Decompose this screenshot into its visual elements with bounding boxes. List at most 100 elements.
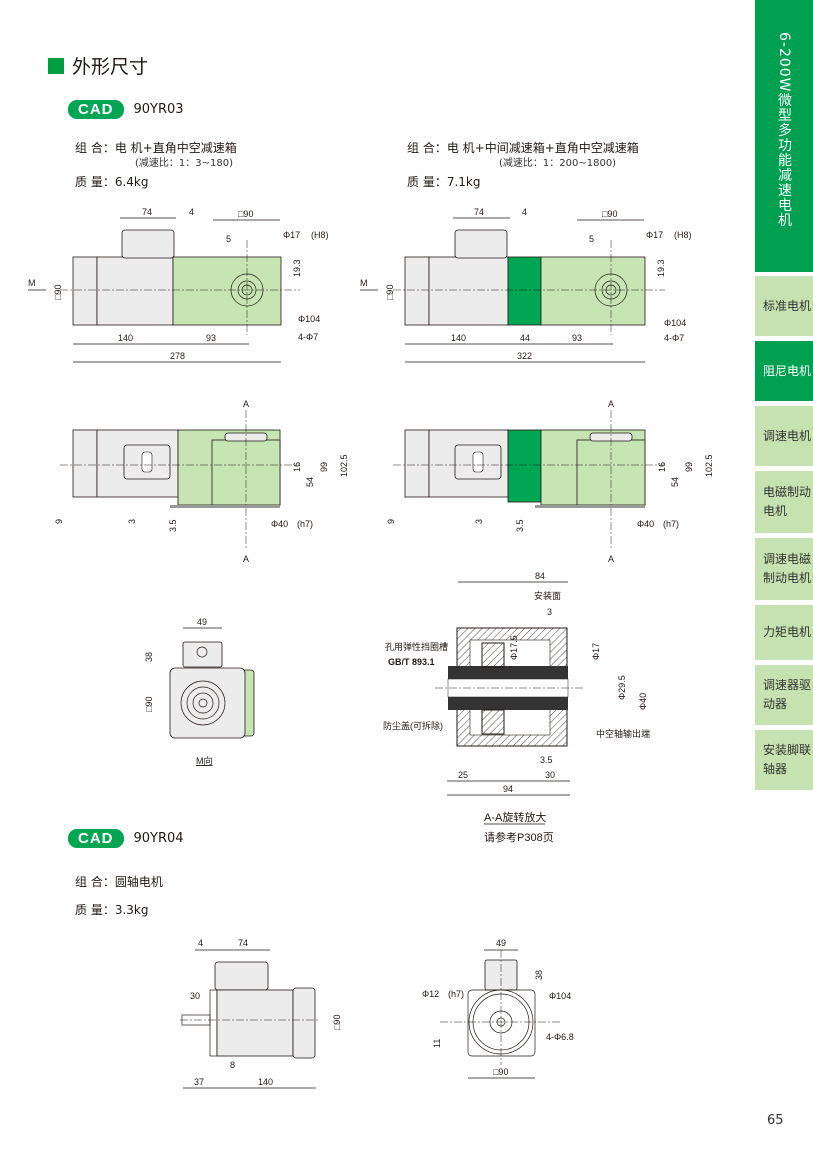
svg-text:□90: □90 [53, 285, 63, 300]
svg-text:140: 140 [118, 333, 133, 343]
svg-text:19.3: 19.3 [656, 259, 666, 277]
svg-text:30: 30 [190, 991, 200, 1001]
svg-text:中空轴输出端: 中空轴输出端 [596, 728, 650, 739]
svg-text:16: 16 [657, 462, 667, 472]
svg-text:(H8): (H8) [674, 230, 692, 240]
svg-text:322: 322 [517, 351, 532, 361]
svg-text:Φ40: Φ40 [637, 519, 654, 529]
svg-text:(h7): (h7) [297, 519, 313, 529]
svg-text:5: 5 [226, 234, 231, 244]
svg-text:74: 74 [474, 207, 484, 217]
sidebar-item-mount[interactable]: 安装脚联轴器 [755, 730, 813, 790]
model-name: 90YR03 [133, 102, 184, 117]
model-name: 90YR04 [133, 831, 184, 846]
svg-text:Φ17: Φ17 [646, 230, 663, 240]
svg-text:4-Φ7: 4-Φ7 [664, 333, 684, 343]
svg-text:Φ17: Φ17 [591, 643, 601, 660]
svg-text:M: M [360, 278, 368, 288]
section-marker-icon [48, 57, 64, 74]
svg-text:3.5: 3.5 [515, 519, 525, 532]
svg-text:□90: □90 [385, 285, 395, 300]
sidebar-item-controller[interactable]: 调速器驱动器 [755, 665, 813, 725]
svg-text:3.5: 3.5 [168, 519, 178, 532]
section-title: 外形尺寸 [48, 52, 148, 79]
combo-label: 组 合： [75, 141, 115, 155]
sidebar-item-damping[interactable]: 阻尼电机 [755, 341, 813, 401]
svg-text:3.5: 3.5 [540, 755, 553, 765]
svg-text:37: 37 [194, 1077, 204, 1087]
svg-text:102.5: 102.5 [339, 454, 349, 477]
svg-text:Φ17: Φ17 [283, 230, 300, 240]
svg-text:孔用弹性挡圈槽: 孔用弹性挡圈槽 [385, 641, 448, 652]
svg-text:38: 38 [144, 652, 154, 662]
sidebar-item-speed-brake[interactable]: 调速电磁制动电机 [755, 538, 813, 600]
svg-text:(h7): (h7) [448, 989, 464, 999]
svg-text:A: A [243, 554, 249, 564]
svg-text:140: 140 [451, 333, 466, 343]
drawing-m-view: 49 38□90 M向 [144, 617, 255, 766]
sidebar-item-torque[interactable]: 力矩电机 [755, 605, 813, 660]
svg-text:278: 278 [170, 351, 185, 361]
svg-text:M向: M向 [196, 755, 213, 766]
combo-value: 圆轴电机 [114, 875, 163, 889]
svg-text:A-A旋转放大: A-A旋转放大 [484, 810, 546, 824]
svg-text:3: 3 [547, 607, 552, 617]
svg-text:A: A [243, 399, 249, 409]
svg-text:16: 16 [292, 462, 302, 472]
svg-text:GB/T 893.1: GB/T 893.1 [388, 657, 435, 667]
sidebar-item-brake[interactable]: 电磁制动电机 [755, 471, 813, 533]
svg-text:99: 99 [319, 462, 329, 472]
svg-text:30: 30 [545, 770, 555, 780]
svg-text:请参考P308页: 请参考P308页 [484, 830, 554, 844]
svg-text:□90: □90 [238, 209, 253, 219]
sidebar-item-standard[interactable]: 标准电机 [755, 276, 813, 336]
cad-badge[interactable]: CAD [68, 100, 124, 119]
svg-text:4-Φ7: 4-Φ7 [298, 332, 318, 342]
drawing-section-aa: 84 安装面 3 孔用弹性挡圈槽 GB/T 893.1 防尘盖(可拆除) Φ17.5… [383, 571, 650, 844]
svg-text:Φ104: Φ104 [664, 318, 686, 328]
svg-text:99: 99 [684, 462, 694, 472]
svg-text:93: 93 [572, 333, 582, 343]
svg-text:8: 8 [230, 1060, 235, 1070]
svg-text:9: 9 [386, 519, 396, 524]
svg-text:102.5: 102.5 [704, 454, 714, 477]
combo-label: 组 合： [75, 875, 115, 889]
cad-model-90yr03: CAD 90YR03 [68, 100, 184, 119]
svg-text:□90: □90 [144, 697, 154, 712]
svg-text:19.3: 19.3 [292, 259, 302, 277]
svg-text:5: 5 [589, 234, 594, 244]
svg-text:Φ40: Φ40 [638, 693, 648, 710]
svg-text:84: 84 [535, 571, 545, 581]
mass-label: 质 量： [75, 175, 115, 189]
svg-text:11: 11 [432, 1039, 442, 1048]
svg-text:4-Φ6.8: 4-Φ6.8 [546, 1032, 574, 1042]
svg-text:(H8): (H8) [311, 230, 329, 240]
svg-text:安装面: 安装面 [534, 590, 561, 601]
svg-text:□90: □90 [332, 1015, 342, 1030]
variant-1-info: 组 合：电 机+直角中空减速箱 (减速比：1：3~180) 质 量：6.4kg [75, 140, 237, 190]
svg-text:49: 49 [496, 938, 506, 948]
svg-text:4: 4 [198, 938, 203, 948]
svg-text:93: 93 [206, 333, 216, 343]
svg-text:3: 3 [127, 519, 137, 524]
cad-badge[interactable]: CAD [68, 829, 124, 848]
mass-value: 6.4kg [114, 175, 149, 189]
combo-value: 电 机+中间减速箱+直角中空减速箱 [446, 141, 639, 155]
svg-text:3: 3 [474, 519, 484, 524]
svg-text:54: 54 [670, 477, 680, 487]
svg-text:A: A [608, 554, 614, 564]
ratio: (减速比：1：200~1800) [499, 158, 617, 169]
mass-value: 7.1kg [446, 175, 481, 189]
svg-text:74: 74 [238, 938, 248, 948]
svg-text:Φ17.5: Φ17.5 [509, 635, 519, 660]
svg-text:Φ104: Φ104 [298, 314, 320, 324]
sidebar-item-speed[interactable]: 调速电机 [755, 406, 813, 466]
svg-text:4: 4 [522, 207, 527, 217]
svg-text:Φ104: Φ104 [549, 991, 571, 1001]
svg-text:防尘盖(可拆除): 防尘盖(可拆除) [383, 720, 443, 731]
